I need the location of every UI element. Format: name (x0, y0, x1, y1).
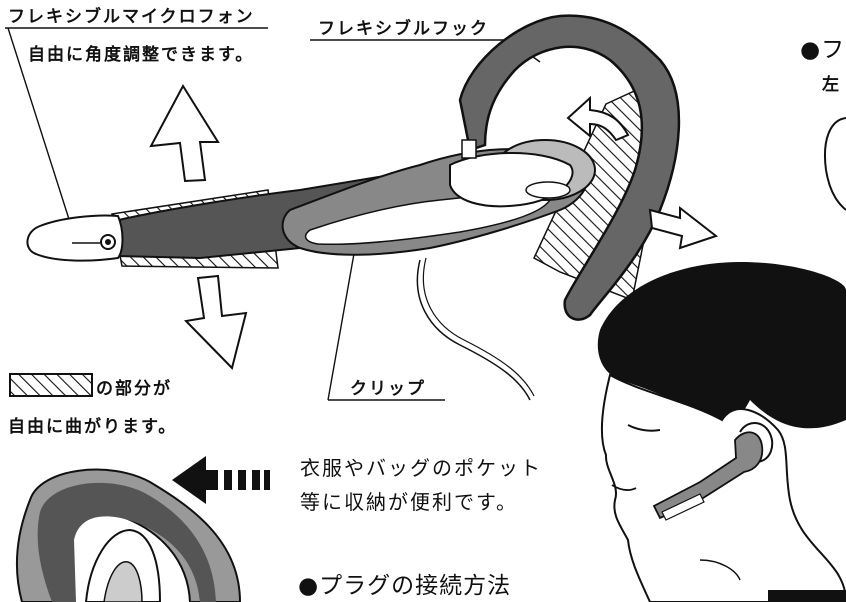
mic-angle-caption: 自由に角度調整できます。 (28, 45, 255, 65)
clip-leader-line (327, 247, 445, 401)
clip-label: クリップ (350, 379, 426, 399)
flexible-hook-icon (458, 14, 681, 321)
folded-headset-icon (15, 468, 242, 602)
storage-arrow-icon (172, 456, 270, 504)
bend-freely-caption: 自由に曲がります。 (8, 417, 178, 437)
mic-tip-icon (26, 214, 124, 262)
earpiece-icon (449, 139, 596, 208)
down-arrow-icon (183, 274, 248, 370)
storage-caption-line1: 衣服やバッグのポケット (300, 456, 542, 480)
cable-icon (416, 259, 531, 401)
flexible-hook-label: フレキシブルフック (318, 19, 489, 39)
rotate-arrow-up-icon (566, 95, 630, 142)
mic-leader-line (5, 27, 268, 239)
right-partial-outline (824, 117, 846, 211)
hatch-legend-caption: の部分が (96, 379, 172, 399)
plug-heading: ●プラグの接続方法 (298, 573, 512, 599)
person-head-icon (597, 262, 846, 602)
storage-caption-line2: 等に収納が便利です。 (300, 490, 518, 514)
flexible-mic-label: フレキシブルマイクロフォン (8, 7, 255, 27)
rotate-arrow-right-icon (648, 205, 719, 250)
right-subheading-partial: 左 (822, 75, 841, 95)
up-arrow-icon (149, 84, 220, 183)
right-heading-partial: ●フ (800, 37, 846, 63)
bottom-right-bar (768, 590, 846, 602)
hatch-legend-swatch (9, 373, 93, 397)
